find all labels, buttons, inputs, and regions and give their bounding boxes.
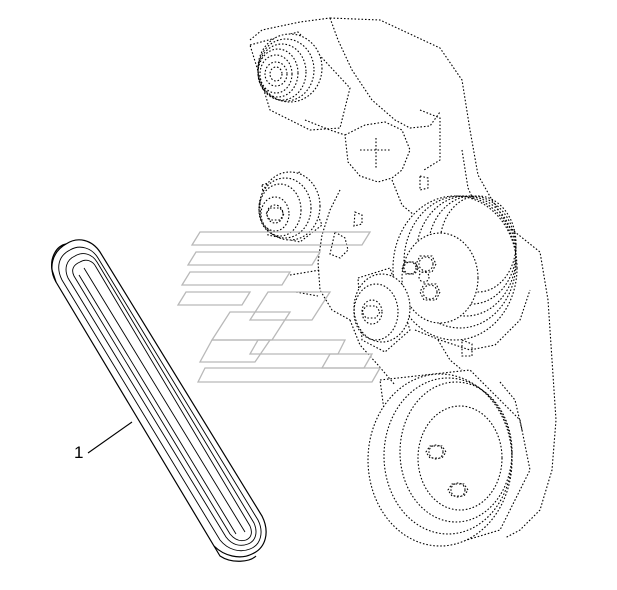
crankshaft-pulley [367, 369, 531, 547]
callout-label-1: 1 [74, 443, 84, 462]
watermark-logo [176, 231, 382, 383]
poly-v-belt [51, 239, 267, 562]
idler-pulley-upper [258, 171, 323, 243]
water-pump-pulley [392, 195, 518, 341]
callout-leader-line [87, 421, 133, 454]
alternator-pulley [249, 31, 351, 131]
tensioner-pulley [353, 267, 411, 353]
